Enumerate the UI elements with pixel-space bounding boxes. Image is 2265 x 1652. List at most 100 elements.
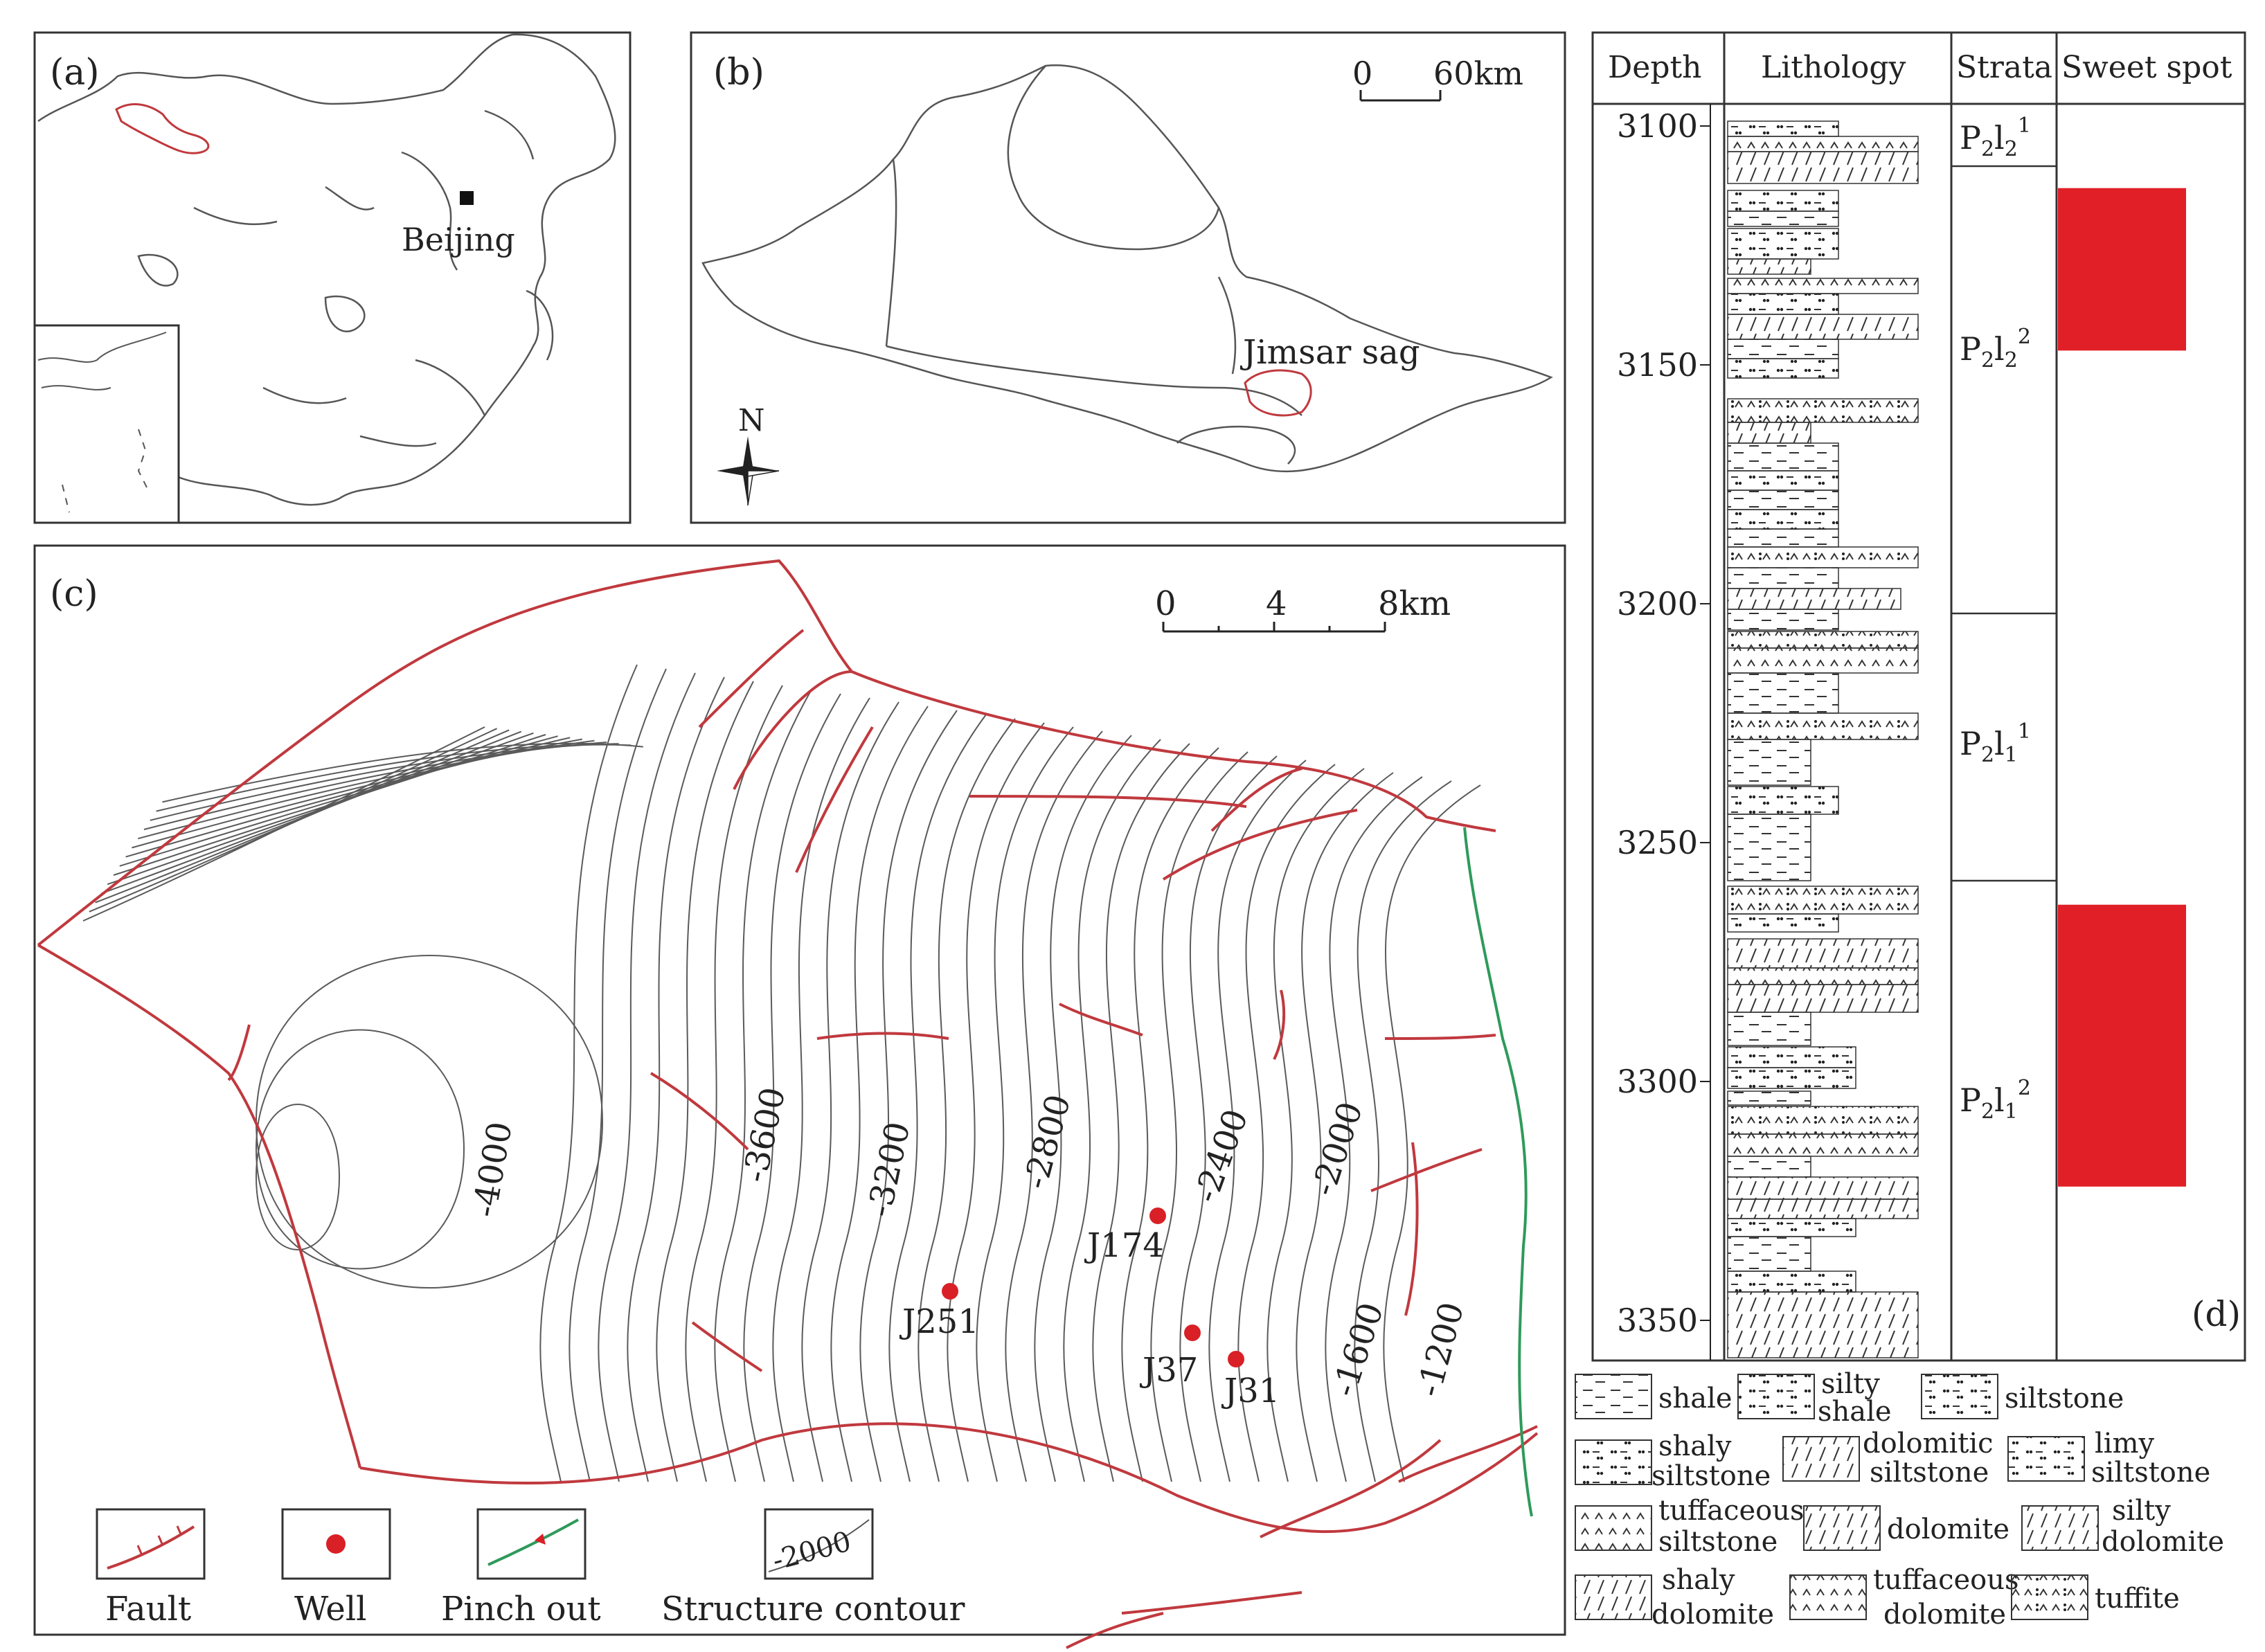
panel-d-label: (d) — [2192, 1294, 2241, 1334]
legend-swatch-shale — [1575, 1374, 1652, 1419]
scale-b-end: 60km — [1433, 55, 1523, 92]
legend-swatch-dolomite — [1803, 1505, 1881, 1551]
well-marker-j31 — [1228, 1351, 1244, 1367]
scale-c-tick-0: 0 — [1155, 584, 1176, 623]
scale-c-tick-8: 8km — [1378, 584, 1451, 623]
fault-icon — [96, 1508, 206, 1580]
structure-contour-line — [1063, 739, 1161, 1482]
column-headers: Depth Lithology Strata Sweet spot — [1608, 50, 2232, 85]
strata-column: P2l21 P2l22 P2l11 P2l12 — [1951, 114, 2057, 1124]
structure-contour-line — [255, 1029, 465, 1270]
structure-contour-line — [125, 737, 571, 858]
legend-swatch-tuffaceous-siltstone — [1575, 1505, 1652, 1551]
structure-contour-line — [947, 722, 1045, 1482]
china-outline — [37, 33, 616, 506]
structure-contour-line — [156, 744, 632, 812]
panel-a-frame — [33, 31, 632, 524]
structure-contour-line — [1121, 747, 1219, 1482]
structure-contours — [82, 664, 1481, 1482]
well-label-j31: J31 — [1221, 1372, 1280, 1410]
legend-label-siltstone: siltstone — [2005, 1383, 2124, 1415]
depth-tick-label: 3150 — [1617, 346, 1698, 384]
structure-contour-line — [743, 693, 841, 1482]
stratum-label-p2l1-2: P2l12 — [1960, 1076, 2031, 1124]
legend-label-shaly-dolomite-1: shaly — [1662, 1564, 1735, 1596]
lithology-legend: shale silty shale siltstone shaly siltst… — [1575, 1368, 2224, 1631]
structure-contour-line — [1354, 780, 1452, 1482]
legend-label-silty-shale-2: shale — [1818, 1396, 1892, 1428]
wells: J174 J251 J37 J31 — [899, 1207, 1280, 1410]
sweet-spot-interval — [2058, 904, 2186, 1187]
south-china-sea-inset — [33, 324, 180, 524]
structure-contour-line — [1383, 784, 1481, 1482]
legend-swatch-dolomitic-siltstone — [1782, 1436, 1860, 1482]
legend-fault-label: Fault — [105, 1590, 191, 1628]
panel-a-label: (a) — [50, 52, 100, 93]
legend-well-label: Well — [294, 1590, 367, 1628]
inset-coastline — [37, 332, 167, 513]
structure-contour-line — [627, 676, 725, 1482]
contour-label: -3600 — [735, 1084, 794, 1186]
faults — [37, 559, 1539, 1649]
legend-label-silty-dolomite-2: dolomite — [2102, 1526, 2224, 1558]
legend-swatch-siltstone — [1921, 1374, 1998, 1419]
panel-c: (c) 0 4 8km — [33, 544, 1566, 1649]
header-sweet-spot: Sweet spot — [2061, 50, 2232, 85]
legend-swatch-tuffite — [2011, 1574, 2088, 1620]
svg-text:P2l12: P2l12 — [1960, 1076, 2031, 1124]
well-marker-j251 — [942, 1283, 958, 1300]
map-legend: Fault Well Pinch out -2000 Structure con… — [96, 1508, 965, 1628]
stratum-label-p2l1-1: P2l11 — [1960, 719, 2031, 767]
legend-label-tuffaceous-dolomite-2: dolomite — [1883, 1599, 2006, 1631]
legend-label-limy-siltstone-1: limy — [2095, 1428, 2155, 1460]
svg-text:P2l22: P2l22 — [1960, 325, 2031, 372]
structure-contour-line — [1179, 755, 1278, 1482]
structure-contour-line — [1266, 768, 1365, 1482]
legend-label-shaly-siltstone-1: shaly — [1658, 1430, 1732, 1462]
contour-label: -1200 — [1409, 1298, 1471, 1401]
header-depth: Depth — [1608, 50, 1702, 85]
structure-contour-line — [1092, 743, 1190, 1482]
panel-c-frame — [33, 544, 1566, 1636]
structure-contour-line — [119, 735, 558, 867]
header-strata: Strata — [1956, 50, 2052, 85]
depth-tick-label: 3350 — [1617, 1302, 1698, 1339]
contour-label: -1600 — [1325, 1298, 1391, 1401]
structure-contour-line — [255, 955, 604, 1289]
contour-label: -3200 — [860, 1119, 918, 1221]
junggar-basin-outline — [701, 64, 1553, 473]
panel-b-frame — [690, 31, 1566, 524]
legend-swatch-silty-dolomite — [2021, 1505, 2099, 1551]
lithology-log — [1727, 120, 1919, 1358]
panel-b-label: (b) — [713, 52, 764, 93]
beijing-marker — [460, 191, 474, 205]
legend-label-silty-dolomite-1: silty — [2112, 1495, 2171, 1527]
legend-label-dolomitic-siltstone-1: dolomitic — [1863, 1428, 1994, 1460]
svg-text:P2l11: P2l11 — [1960, 719, 2031, 767]
structure-contour-line — [656, 681, 754, 1482]
legend-swatch-shaly-siltstone — [1575, 1439, 1652, 1485]
svg-text:P2l21: P2l21 — [1960, 114, 2031, 161]
legend-label-dolomite: dolomite — [1887, 1514, 2009, 1545]
stratum-label-p2l2-2: P2l22 — [1960, 325, 2031, 372]
legend-contour-label: Structure contour — [661, 1590, 965, 1628]
structure-contour-line — [1005, 730, 1103, 1482]
sweet-spot-interval — [2058, 188, 2186, 351]
panel-a: (a) Beijing — [33, 31, 632, 524]
structure-contour-line — [1296, 772, 1394, 1482]
legend-pinch-out-label: Pinch out — [441, 1590, 601, 1628]
structure-contour-line — [598, 672, 696, 1482]
legend-label-shaly-siltstone-2: siltstone — [1651, 1460, 1771, 1492]
contour-label: -2800 — [1016, 1090, 1078, 1193]
structure-contour-line — [772, 697, 870, 1482]
pinch-out-line — [1463, 827, 1533, 1517]
jimsar-sag-label: Jimsar sag — [1239, 333, 1420, 372]
beijing-label: Beijing — [402, 221, 515, 258]
legend-swatch-silty-shale — [1737, 1374, 1815, 1419]
legend-label-tuffaceous-dolomite-1: tuffaceous — [1873, 1564, 2019, 1596]
depth-tick-label: 3300 — [1617, 1063, 1698, 1100]
panel-c-label: (c) — [50, 573, 98, 615]
structure-contour-line — [888, 714, 987, 1482]
sweet-spot-column — [2058, 188, 2186, 1187]
